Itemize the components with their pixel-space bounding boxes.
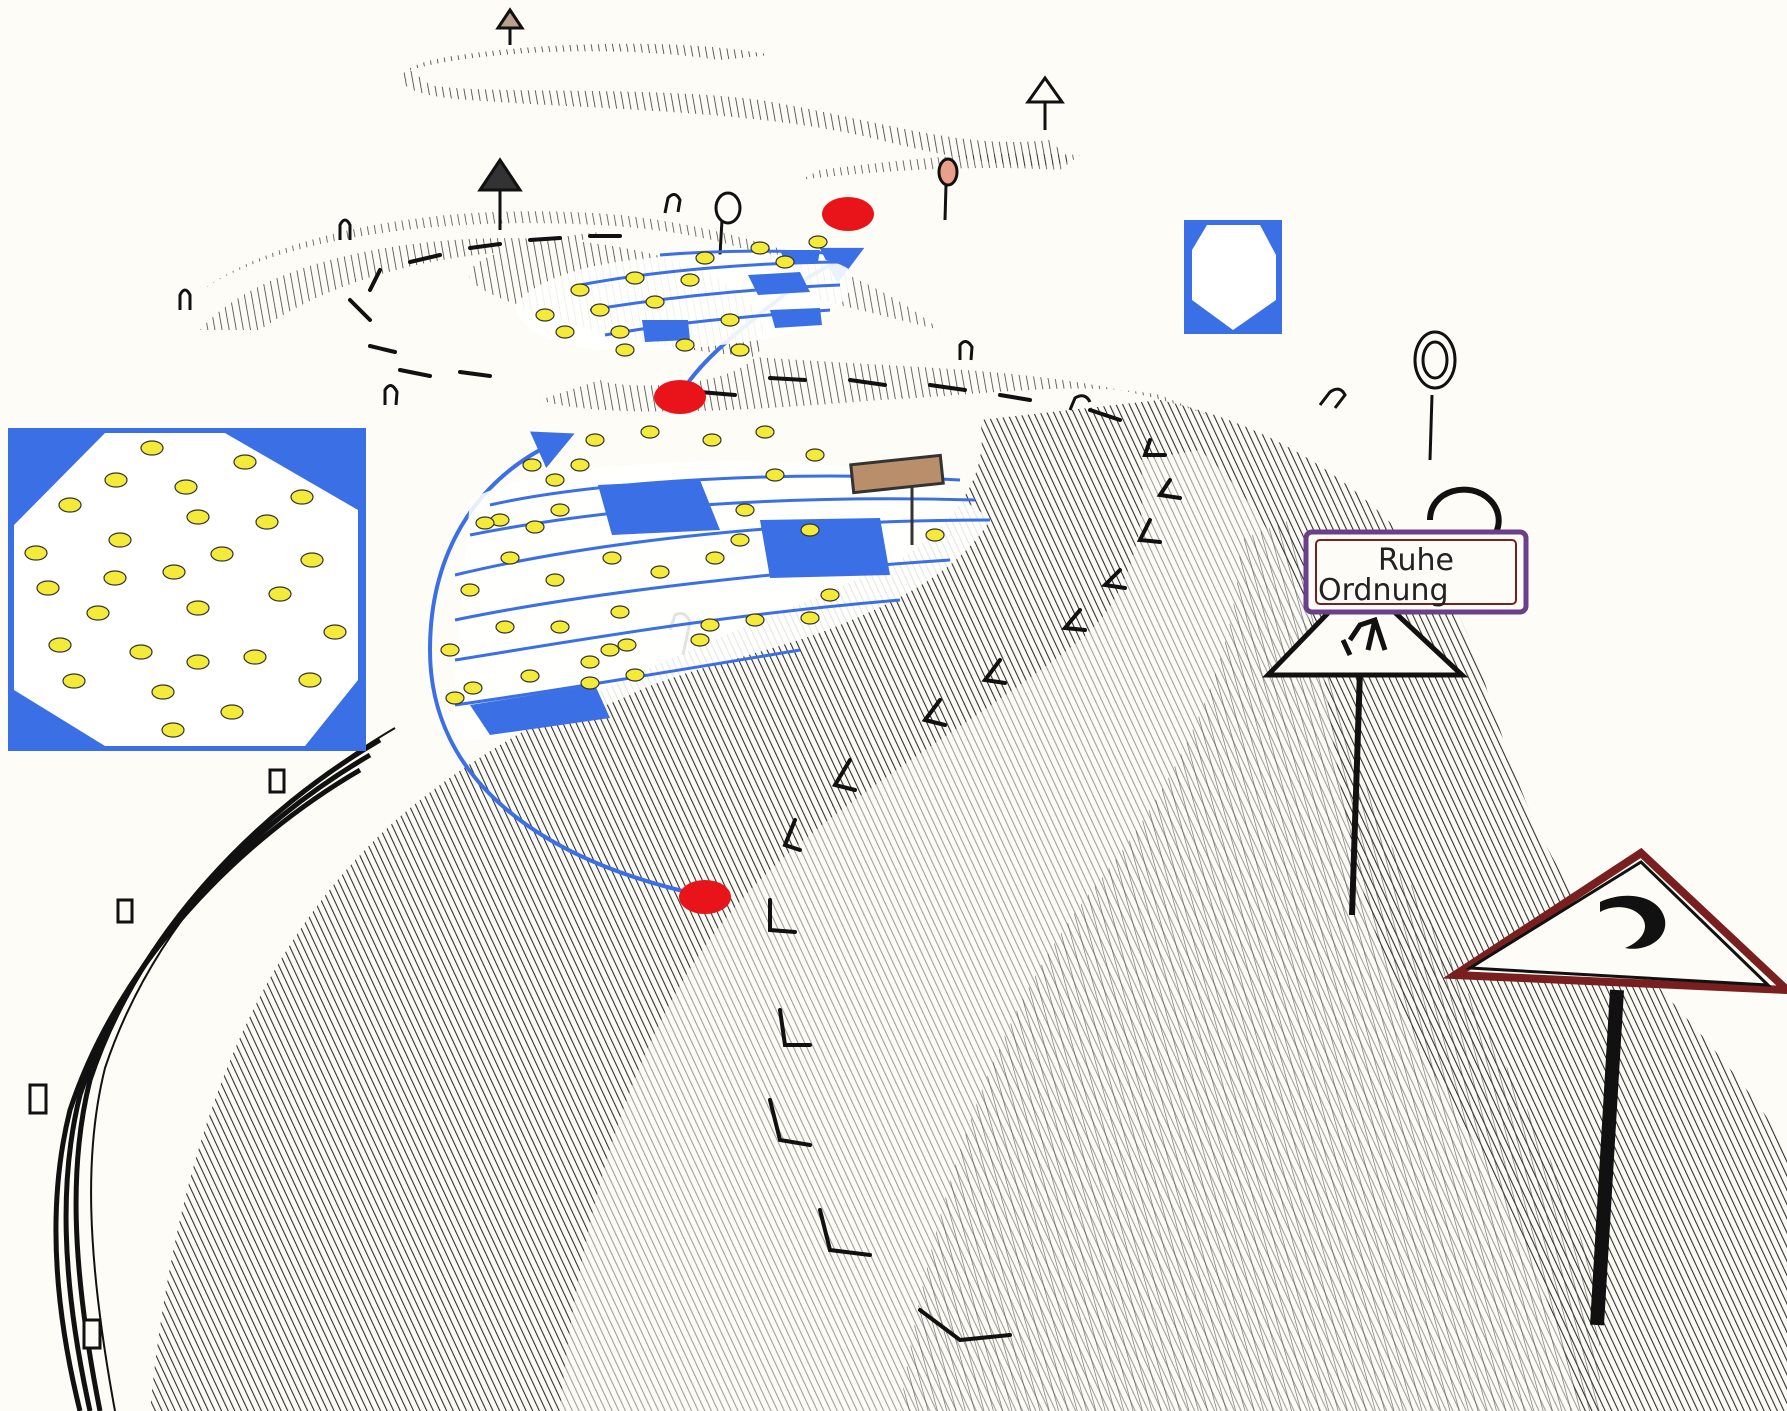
inset-hexagon-large: [8, 428, 366, 751]
waypoint-2: [654, 380, 706, 414]
road-near: [150, 400, 1787, 1411]
road-far: [401, 44, 1080, 180]
waypoint-3: [822, 197, 874, 231]
round-sign: [1415, 332, 1455, 460]
ruhe-ordnung-plaque: Ruhe Ordnung: [1306, 532, 1526, 612]
waypoint-start: [679, 880, 731, 914]
inset-hexagon-small: [1184, 220, 1282, 334]
plaque-line-2: Ordnung: [1318, 573, 1449, 608]
